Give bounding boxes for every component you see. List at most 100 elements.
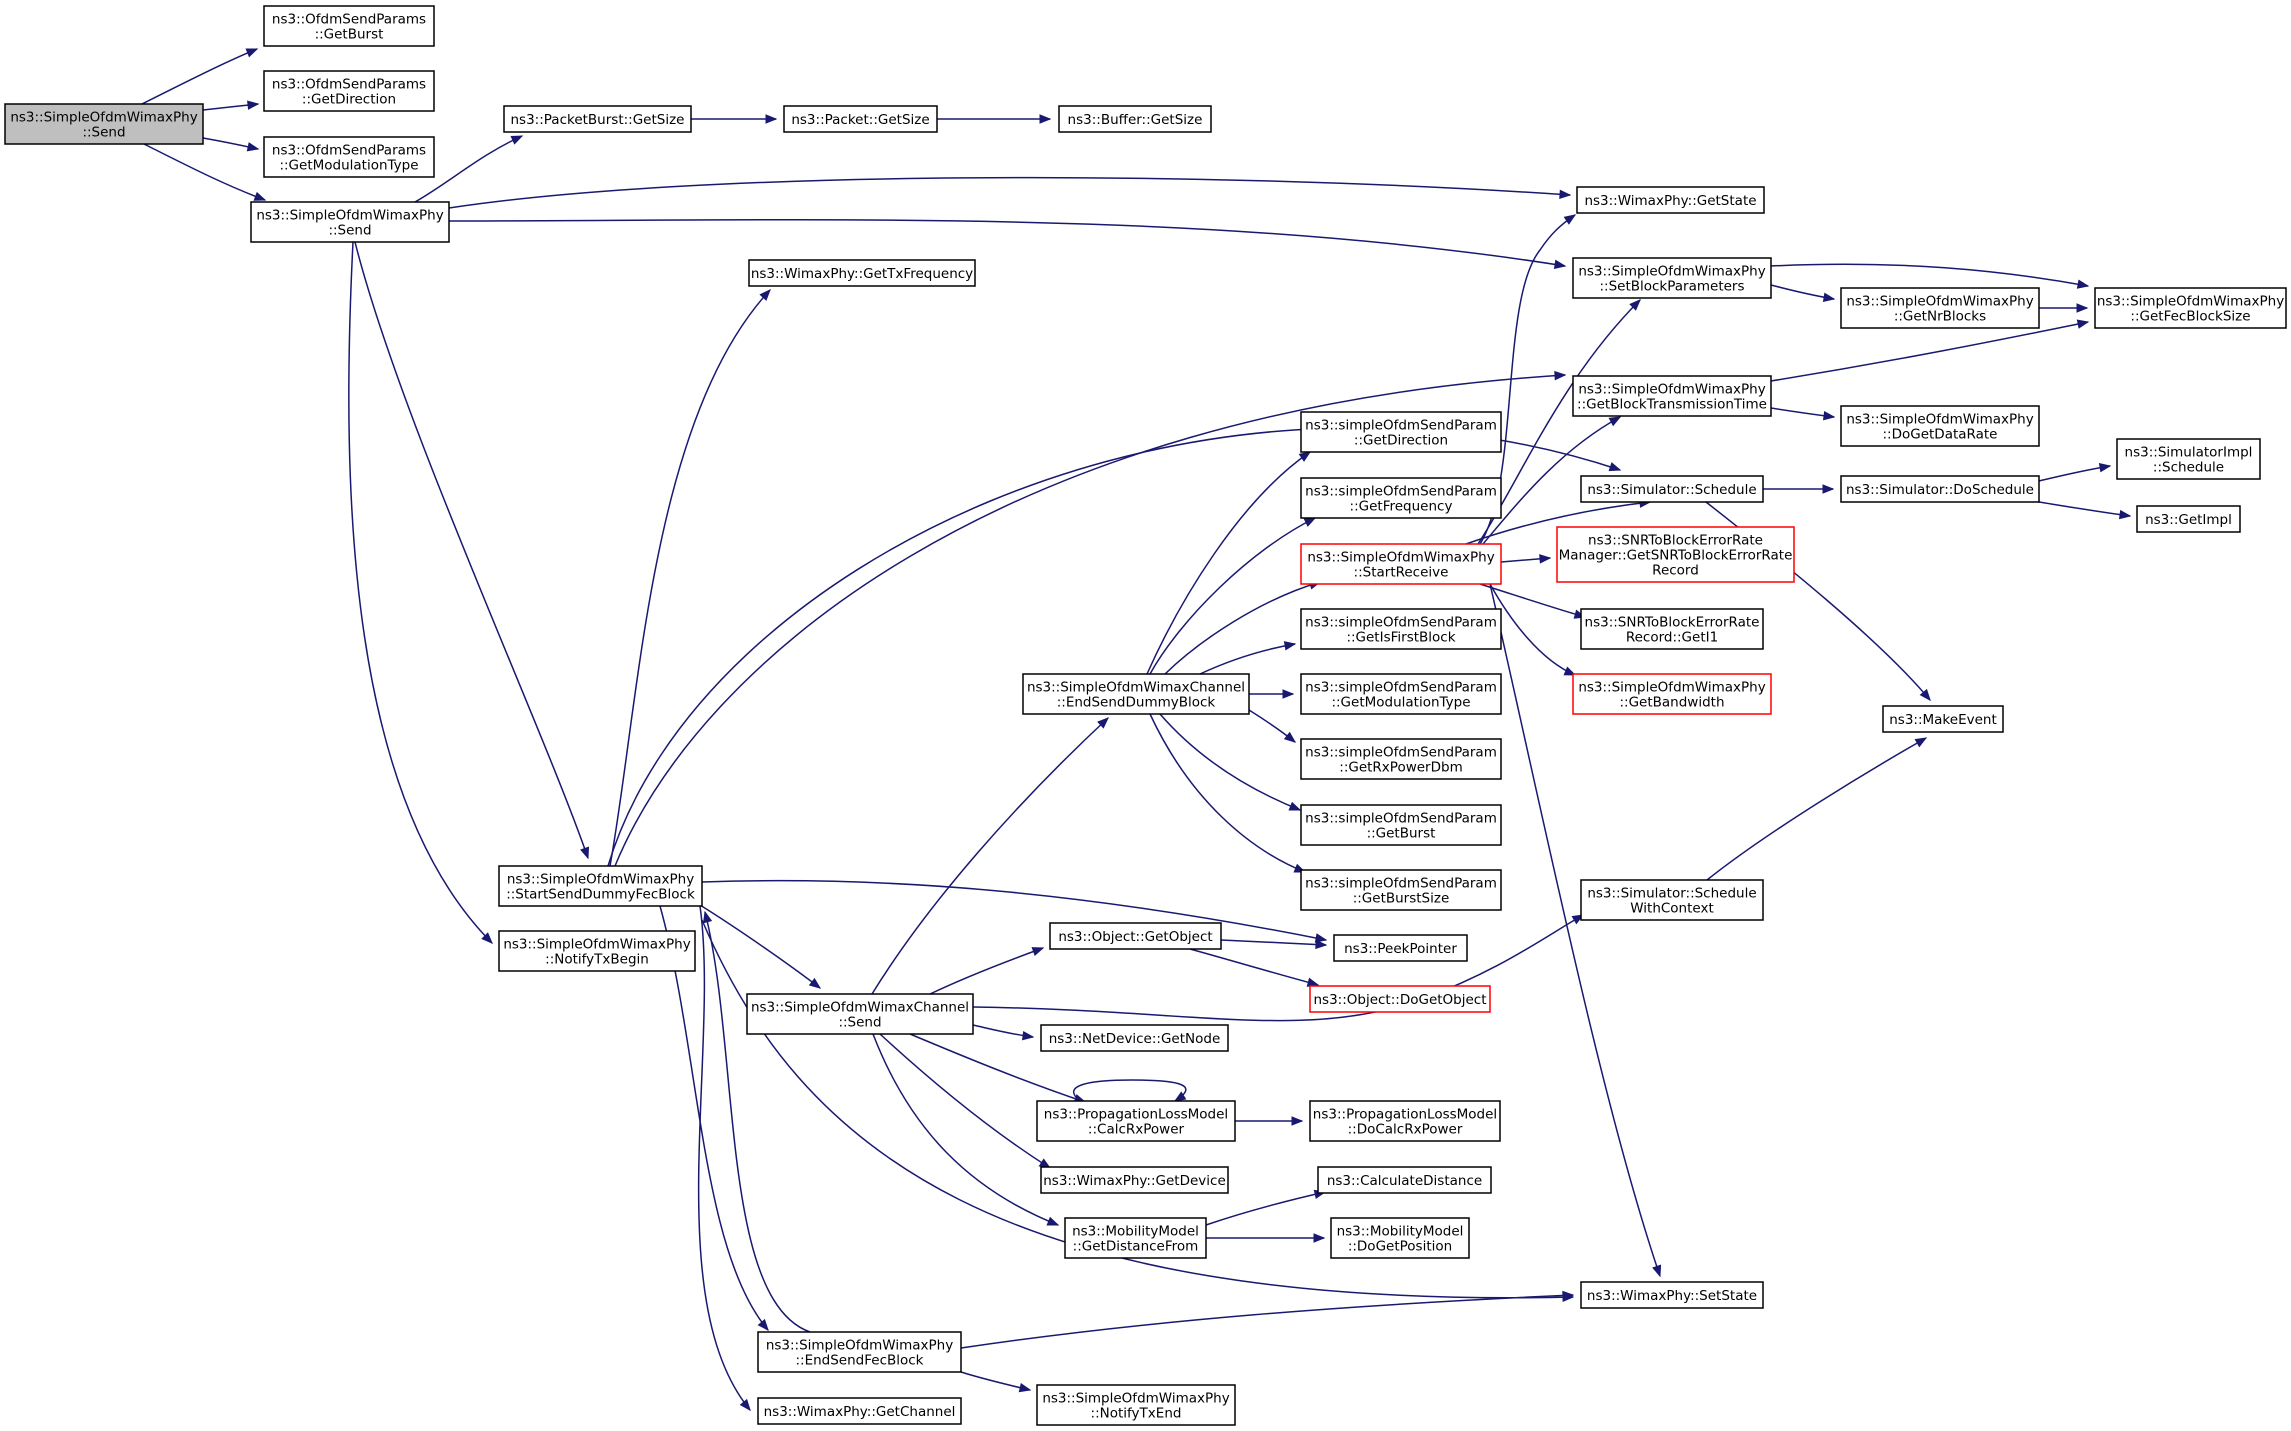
node-box: [1040, 1024, 1229, 1052]
edge-line: [701, 879, 1327, 941]
node-getbandwidth[interactable]: ns3::SimpleOfdmWimaxPhy::GetBandwidth: [1572, 673, 1772, 715]
edge-line: [879, 1033, 1051, 1169]
node-root-send[interactable]: ns3::SimpleOfdmWimaxPhy::Send: [4, 103, 204, 145]
node-sp-getburstsize[interactable]: ns3::simpleOfdmSendParam::GetBurstSize: [1300, 869, 1502, 911]
node-notifytxend[interactable]: ns3::SimpleOfdmWimaxPhy::NotifyTxEnd: [1036, 1384, 1236, 1426]
node-label-line: ns3::SimpleOfdmWimaxPhy: [766, 1338, 953, 1354]
node-calcrxpower[interactable]: ns3::PropagationLossModel::CalcRxPower: [1036, 1100, 1236, 1142]
edge-arrowhead: [580, 846, 590, 860]
node-startreceive[interactable]: ns3::SimpleOfdmWimaxPhy::StartReceive: [1300, 543, 1502, 585]
edge-arrowhead: [1608, 462, 1622, 472]
node-gettxfreq[interactable]: ns3::WimaxPhy::GetTxFrequency: [748, 259, 976, 287]
node-sp-getisfirst[interactable]: ns3::simpleOfdmSendParam::GetIsFirstBloc…: [1300, 608, 1502, 650]
node-setstate[interactable]: ns3::WimaxPhy::SetState: [1580, 1281, 1764, 1309]
node-label-line: ns3::SNRToBlockErrorRate: [1585, 615, 1760, 631]
node-label-line: ::Schedule: [2153, 460, 2224, 476]
edge-line: [348, 241, 493, 944]
edge-line: [1482, 416, 1621, 545]
edge-obj_getobject-to-dogetobject: [1189, 948, 1320, 987]
edge-arrowhead: [2076, 303, 2089, 313]
node-dogetdatarate[interactable]: ns3::SimpleOfdmWimaxPhy::DoGetDataRate: [1840, 405, 2040, 447]
edge-startreceive-to-getbandwidth: [1489, 583, 1577, 676]
node-getfecblocksize[interactable]: ns3::SimpleOfdmWimaxPhy::GetFecBlockSize: [2094, 287, 2287, 329]
node-chan-endsenddummy[interactable]: ns3::SimpleOfdmWimaxChannel::EndSendDumm…: [1022, 673, 1250, 715]
edge-arrowhead: [1919, 688, 1931, 702]
edge-sim_doschedule-to-getimpl: [2038, 501, 2132, 520]
edge-line: [1205, 1191, 1326, 1226]
node-sp-getrxpower[interactable]: ns3::simpleOfdmSendParam::GetRxPowerDbm: [1300, 738, 1502, 780]
node-getstate[interactable]: ns3::WimaxPhy::GetState: [1576, 186, 1765, 214]
node-label-line: ns3::NetDevice::GetNode: [1049, 1031, 1221, 1047]
node-label-line: ::CalcRxPower: [1088, 1122, 1185, 1138]
edge-arrowhead: [1306, 977, 1320, 987]
edge-line: [354, 241, 589, 859]
node-label-line: ns3::SimpleOfdmWimaxPhy: [1578, 264, 1765, 280]
node-label-line: ::DoGetPosition: [1348, 1239, 1452, 1255]
edge-arrowhead: [1914, 737, 1928, 748]
node-getnrblocks[interactable]: ns3::SimpleOfdmWimaxPhy::GetNrBlocks: [1840, 287, 2040, 329]
node-label-line: ns3::Simulator::Schedule: [1587, 886, 1756, 902]
node-startsenddummy[interactable]: ns3::SimpleOfdmWimaxPhy::StartSendDummyF…: [498, 865, 703, 907]
node-box: [1309, 1100, 1501, 1142]
node-endsendfec[interactable]: ns3::SimpleOfdmWimaxPhy::EndSendFecBlock: [757, 1331, 962, 1373]
edge-line: [1146, 451, 1311, 675]
edge-sim_schedule-to-sim_doschedule: [1763, 484, 1835, 494]
node-notifytxbegin[interactable]: ns3::SimpleOfdmWimaxPhy::NotifyTxBegin: [498, 930, 696, 972]
node-getblocktxtime[interactable]: ns3::SimpleOfdmWimaxPhy::GetBlockTransmi…: [1572, 375, 1772, 417]
node-getdevice[interactable]: ns3::WimaxPhy::GetDevice: [1040, 1166, 1229, 1194]
edge-chan_endsenddummy-to-sp_getmodulation: [1249, 689, 1295, 699]
node-snr-getrecord[interactable]: ns3::SNRToBlockErrorRateManager::GetSNRT…: [1556, 526, 1795, 583]
node-sp-getfrequency[interactable]: ns3::simpleOfdmSendParam::GetFrequency: [1300, 477, 1502, 519]
node-ofdm-getdirection[interactable]: ns3::OfdmSendParams::GetDirection: [263, 70, 435, 112]
node-label-line: ::Send: [328, 223, 371, 239]
node-label-line: ::GetNrBlocks: [1894, 309, 1986, 325]
node-label-line: ::SetBlockParameters: [1599, 279, 1744, 295]
node-dogetobject[interactable]: ns3::Object::DoGetObject: [1309, 985, 1491, 1013]
edge-arrowhead: [247, 100, 260, 110]
node-dogetposition[interactable]: ns3::MobilityModel::DoGetPosition: [1330, 1217, 1470, 1259]
node-sim-doschedule[interactable]: ns3::Simulator::DoSchedule: [1840, 475, 2040, 503]
node-chan-send[interactable]: ns3::SimpleOfdmWimaxChannel::Send: [746, 993, 974, 1035]
edge-arrowhead: [1018, 1382, 1032, 1393]
edge-arrowhead: [1314, 933, 1328, 943]
edge-arrowhead: [510, 135, 524, 145]
node-phy-send[interactable]: ns3::SimpleOfdmWimaxPhy::Send: [250, 201, 450, 243]
node-label-line: ::Send: [838, 1015, 881, 1031]
node-getdistancefrom[interactable]: ns3::MobilityModel::GetDistanceFrom: [1064, 1217, 1207, 1259]
node-getimpl[interactable]: ns3::GetImpl: [2136, 505, 2241, 533]
node-docalcrxpower[interactable]: ns3::PropagationLossModel::DoCalcRxPower: [1309, 1100, 1501, 1142]
node-label-line: ::GetBandwidth: [1619, 695, 1724, 711]
node-pb-getsize[interactable]: ns3::PacketBurst::GetSize: [503, 105, 692, 133]
node-label-line: ns3::SimpleOfdmWimaxPhy: [1578, 382, 1765, 398]
node-label-line: ::GetIsFirstBlock: [1346, 630, 1455, 646]
edge-arrowhead: [757, 1318, 769, 1332]
node-ofdm-getburst[interactable]: ns3::OfdmSendParams::GetBurst: [263, 5, 435, 47]
node-sim-schedule[interactable]: ns3::Simulator::Schedule: [1580, 475, 1764, 503]
node-calcdistance[interactable]: ns3::CalculateDistance: [1317, 1166, 1492, 1194]
node-box: [783, 105, 938, 133]
node-label-line: ns3::Object::DoGetObject: [1313, 992, 1486, 1008]
node-sp-getburst[interactable]: ns3::simpleOfdmSendParam::GetBurst: [1300, 804, 1502, 846]
node-label-line: ::EndSendFecBlock: [795, 1353, 923, 1369]
edge-arrowhead: [253, 191, 267, 201]
node-obj-getobject[interactable]: ns3::Object::GetObject: [1049, 922, 1222, 950]
node-simimpl-schedule[interactable]: ns3::SimulatorImpl::Schedule: [2116, 438, 2261, 480]
node-sp-getmodulation[interactable]: ns3::simpleOfdmSendParam::GetModulationT…: [1300, 673, 1502, 715]
edge-arrowhead: [1282, 689, 1295, 699]
node-box: [1036, 1100, 1236, 1142]
node-setblockparams[interactable]: ns3::SimpleOfdmWimaxPhy::SetBlockParamet…: [1572, 257, 1772, 299]
node-pkt-getsize[interactable]: ns3::Packet::GetSize: [783, 105, 938, 133]
edge-chan_send-to-obj_getobject: [929, 947, 1045, 995]
node-buf-getsize[interactable]: ns3::Buffer::GetSize: [1058, 105, 1212, 133]
node-peekpointer[interactable]: ns3::PeekPointer: [1333, 934, 1468, 962]
node-getchannel[interactable]: ns3::WimaxPhy::GetChannel: [757, 1397, 962, 1425]
node-sp-getdirection[interactable]: ns3::simpleOfdmSendParam::GetDirection: [1300, 411, 1502, 453]
node-ofdm-getmodulation[interactable]: ns3::OfdmSendParams::GetModulationType: [263, 136, 435, 178]
node-makeevent[interactable]: ns3::MakeEvent: [1882, 705, 2004, 733]
edge-arrowhead: [765, 114, 778, 124]
node-getnode[interactable]: ns3::NetDevice::GetNode: [1040, 1024, 1229, 1052]
edge-chan_send-to-chan_endsenddummy: [871, 717, 1109, 995]
edge-arrowhead: [1313, 1233, 1326, 1243]
